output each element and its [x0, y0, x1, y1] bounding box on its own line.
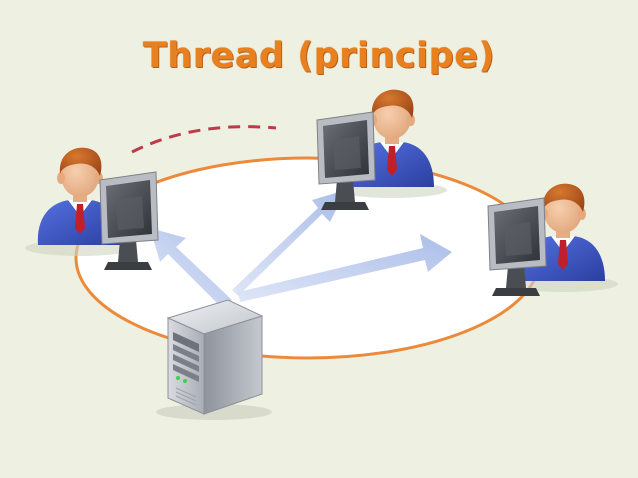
arrow-icon [150, 190, 452, 308]
server-icon [156, 299, 272, 420]
slide-title: Thread (principe) [143, 36, 495, 76]
dashed-connection [131, 125, 277, 154]
